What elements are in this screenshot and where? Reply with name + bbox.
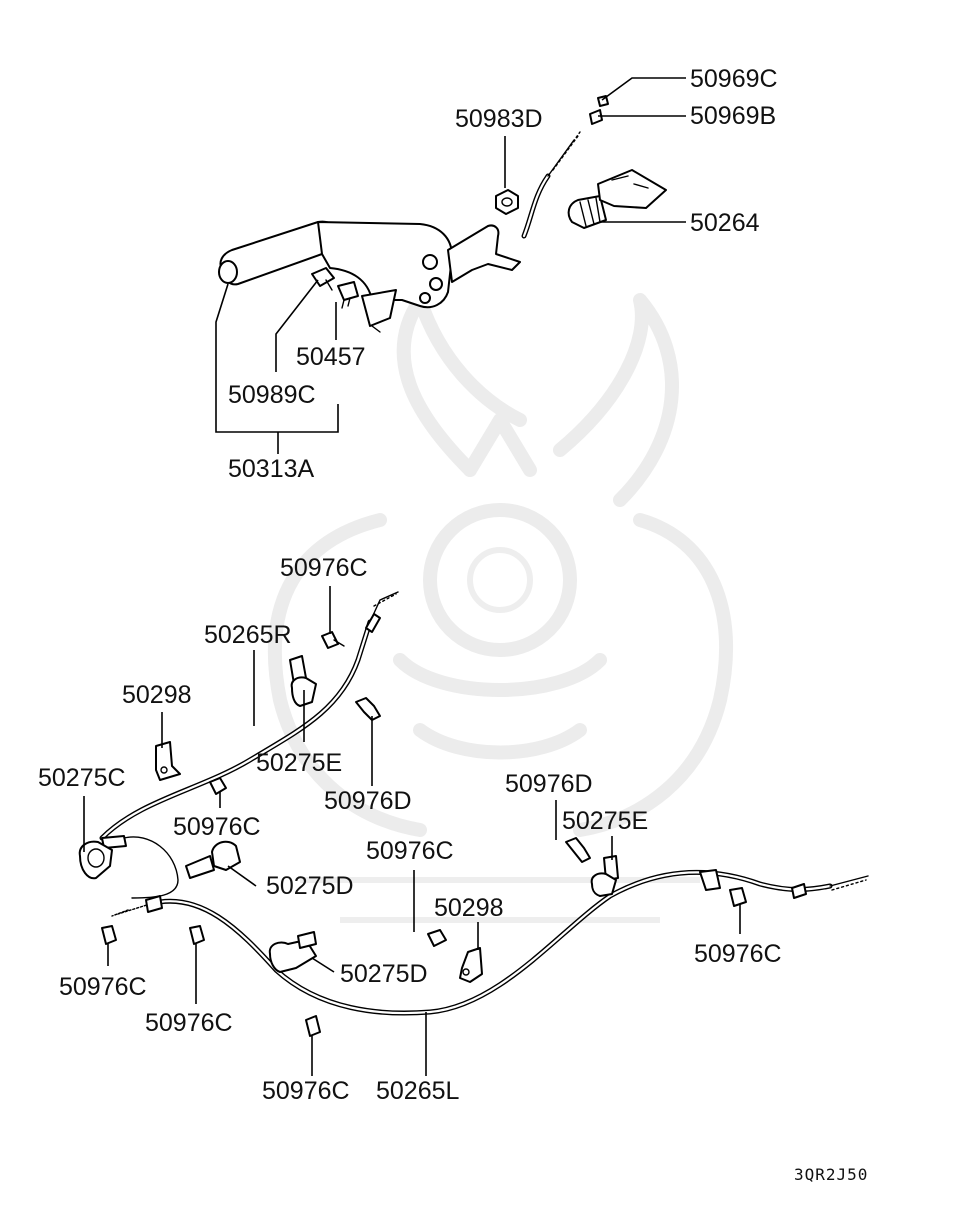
- bolt-50976c-far-right: [729, 887, 747, 907]
- label-50275d-middle: 50275D: [266, 872, 354, 900]
- label-50298-lower: 50298: [434, 894, 504, 922]
- label-50457: 50457: [296, 343, 366, 371]
- bolt-50976c-middle: [209, 777, 227, 795]
- label-50976c-top: 50976C: [280, 554, 368, 582]
- clamp-50275e-right: [590, 855, 619, 897]
- label-50976c-middle: 50976C: [173, 813, 261, 841]
- clamp-right-end: [699, 869, 721, 891]
- bolt-50976c-top: [321, 631, 345, 649]
- nut-50983d: [495, 189, 519, 215]
- label-50275e-upper: 50275E: [256, 749, 342, 777]
- label-50976d-upper: 50976D: [324, 787, 412, 815]
- label-50298-upper: 50298: [122, 681, 192, 709]
- clamp-50275c: [78, 840, 113, 880]
- label-50976c-far-right: 50976C: [694, 940, 782, 968]
- label-50983d: 50983D: [455, 105, 543, 133]
- label-50976c-left-1: 50976C: [59, 973, 147, 1001]
- label-50969b: 50969B: [690, 102, 776, 130]
- label-50265l: 50265L: [376, 1077, 460, 1105]
- bolt-50976d-right: [565, 837, 591, 863]
- label-50976c-bottom: 50976C: [262, 1077, 350, 1105]
- part-labels: 50969C 50969B 50983D 50264 50457 50989C …: [38, 65, 868, 1184]
- front-cable-50264: [521, 131, 667, 239]
- clamp-50275d-middle: [185, 840, 241, 879]
- rear-cable-left-50265l: [111, 869, 869, 1016]
- bracket-50298-upper: [155, 741, 181, 781]
- bolt-50976c-left-2: [189, 925, 205, 945]
- label-50976c-center: 50976C: [366, 837, 454, 865]
- label-50989c: 50989C: [228, 381, 316, 409]
- label-50275c: 50275C: [38, 764, 126, 792]
- clamp-50275d-lower: [268, 931, 317, 973]
- label-50976d-right: 50976D: [505, 770, 593, 798]
- bolt-50976c-center: [427, 929, 447, 947]
- clip-50969c: [597, 95, 609, 107]
- brake-lever-assembly: [218, 220, 521, 333]
- diagram-code: 3QR2J50: [794, 1165, 868, 1184]
- bolt-50976c-bottom: [305, 1015, 321, 1037]
- bolt-50976d-upper: [355, 697, 381, 721]
- label-50264: 50264: [690, 209, 760, 237]
- bolt-50976c-left-1: [101, 925, 117, 945]
- pin-50969b: [589, 109, 603, 125]
- rear-cable-right-50265r: [99, 591, 399, 899]
- bracket-50298-lower: [459, 947, 483, 983]
- label-50275d-lower: 50275D: [340, 960, 428, 988]
- label-50265r: 50265R: [204, 621, 292, 649]
- watermark-emblem: [267, 293, 734, 923]
- label-50275e-right: 50275E: [562, 807, 648, 835]
- label-50313a: 50313A: [228, 455, 315, 483]
- label-50976c-left-2: 50976C: [145, 1009, 233, 1037]
- label-50969c: 50969C: [690, 65, 778, 93]
- clamp-50275e-upper: [289, 655, 317, 707]
- leader-lines: [83, 77, 741, 1076]
